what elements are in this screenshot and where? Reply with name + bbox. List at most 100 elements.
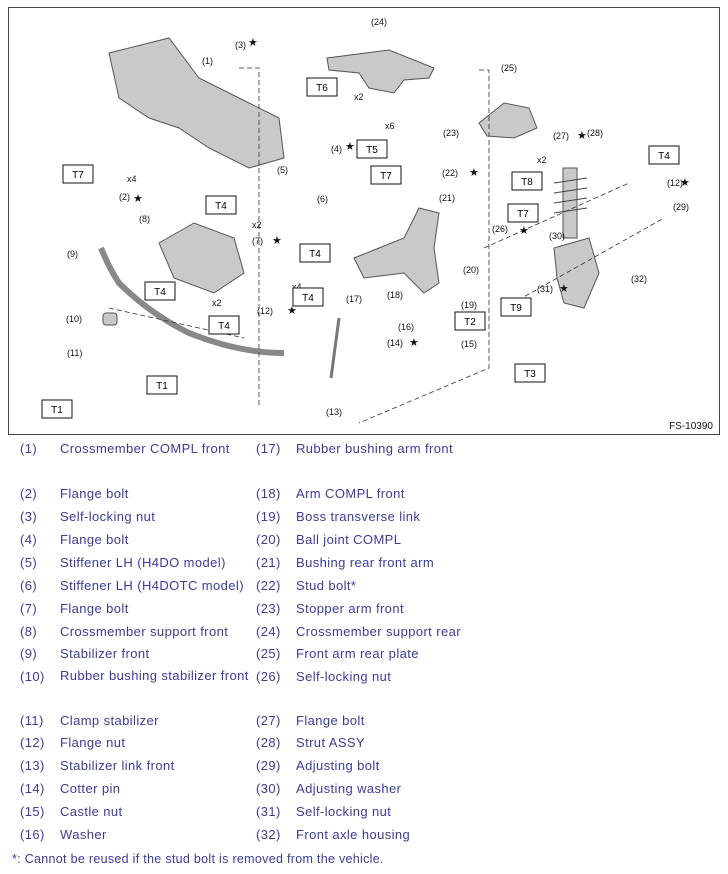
legend-number: (11)	[20, 713, 44, 728]
star-mark-icon: ★	[272, 235, 282, 247]
legend-text: Adjusting bolt	[296, 758, 380, 773]
legend-text: Self-locking nut	[296, 804, 392, 819]
spring-part	[553, 177, 588, 214]
legend-item: (21)Bushing rear front arm	[256, 555, 434, 570]
callout-label: (21)	[439, 193, 455, 203]
quantity-label: x2	[537, 155, 547, 165]
arm-part	[353, 207, 440, 294]
legend-item: (30) Adjusting washer	[256, 781, 401, 796]
callout-label: (1)	[202, 56, 213, 66]
svg-text:T1: T1	[51, 405, 63, 416]
legend-text: Crossmember support rear	[296, 624, 461, 639]
torque-box: T1	[41, 399, 73, 419]
callout-label: (4)	[331, 144, 342, 154]
legend-item: (23) Stopper arm front	[256, 601, 404, 616]
legend-text: Adjusting washer	[296, 781, 402, 796]
quantity-label: x2	[354, 92, 364, 102]
svg-text:T7: T7	[380, 171, 392, 182]
callout-label: (27)	[553, 131, 569, 141]
legend-text: Flange bolt	[296, 713, 365, 728]
legend-item: (17)Rubber bushing arm front	[256, 441, 453, 456]
star-mark-icon: ★	[577, 130, 587, 142]
callout-label: (8)	[139, 214, 150, 224]
star-mark-icon: ★	[559, 283, 569, 295]
legend-number: (31)	[256, 804, 281, 819]
svg-text:T3: T3	[524, 369, 536, 380]
callout-label: (25)	[501, 63, 517, 73]
legend-number: (23)	[256, 601, 281, 616]
torque-box: T9	[500, 297, 532, 317]
legend-number: (13)	[20, 758, 45, 773]
legend-number: (12)	[20, 735, 45, 750]
torque-box: T4	[208, 315, 240, 335]
callout-label: (23)	[443, 128, 459, 138]
callout-label: (6)	[317, 194, 328, 204]
callout-label: (30)	[549, 231, 565, 241]
legend-item: (32)Front axle housing	[256, 827, 410, 842]
svg-text:T2: T2	[464, 317, 476, 328]
svg-text:T4: T4	[309, 249, 321, 260]
torque-box: T8	[511, 171, 543, 191]
torque-box: T7	[370, 165, 402, 185]
torque-box: T7	[507, 203, 539, 223]
legend-number: (17)	[256, 441, 281, 456]
svg-text:T6: T6	[316, 83, 328, 94]
svg-text:T4: T4	[218, 321, 230, 332]
callout-label: (24)	[371, 17, 387, 27]
legend-text: Stabilizer link front	[60, 758, 175, 773]
dash-line-2	[358, 69, 490, 424]
legend-text: Flange nut	[60, 735, 126, 750]
legend-item: (20)Ball joint COMPL	[256, 532, 401, 547]
legend-item: (8)Crossmember support front	[20, 624, 228, 639]
callout-label: (20)	[463, 265, 479, 275]
legend-text: Flange bolt	[60, 532, 129, 547]
dash-line-3	[483, 182, 630, 249]
callout-label: (5)	[277, 165, 288, 175]
star-mark-icon: ★	[409, 337, 419, 349]
legend-item: (31) Self-locking nut	[256, 804, 391, 819]
callout-label: (14)	[387, 338, 403, 348]
torque-box: T2	[454, 311, 486, 331]
crossmember-support-part	[158, 222, 245, 294]
callout-label: (16)	[398, 322, 414, 332]
legend-item: (11) Clamp stabilizer	[20, 713, 159, 728]
svg-text:T4: T4	[658, 151, 670, 162]
callout-label: (3)	[235, 40, 246, 50]
legend-number: (6)	[20, 578, 38, 593]
legend-item: (26)Self-locking nut	[256, 669, 391, 684]
svg-text:T4: T4	[302, 293, 314, 304]
legend-text: Ball joint COMPL	[296, 532, 402, 547]
legend-text: Strut ASSY	[296, 735, 366, 750]
legend-item: (13) Stabilizer link front	[20, 758, 175, 773]
legend-text: Stabilizer front	[60, 646, 150, 661]
legend-text: Flange bolt	[60, 486, 129, 501]
callout-label: (9)	[67, 249, 78, 259]
legend-number: (32)	[256, 827, 281, 842]
legend-item: (24)Crossmember support rear	[256, 624, 461, 639]
callout-label: (13)	[326, 407, 342, 417]
star-mark-icon: ★	[248, 37, 258, 49]
legend-text: Clamp stabilizer	[60, 713, 159, 728]
legend-number: (5)	[20, 555, 38, 570]
callout-label: (11)	[67, 348, 82, 358]
svg-text:T7: T7	[72, 170, 84, 181]
callout-label: (2)	[119, 192, 130, 202]
quantity-label: x4	[292, 282, 302, 292]
star-mark-icon: ★	[519, 225, 529, 237]
torque-box: T4	[292, 287, 324, 307]
torque-box: T5	[356, 139, 388, 159]
legend-item: (4) Flange bolt	[20, 532, 129, 547]
legend-number: (21)	[256, 555, 281, 570]
legend-number: (4)	[20, 532, 38, 547]
legend-number: (30)	[256, 781, 281, 796]
crossmember-front-part	[108, 37, 285, 169]
legend-item: (7)Flange bolt	[20, 601, 129, 616]
torque-box: T4	[299, 243, 331, 263]
legend-text: Stopper arm front	[296, 601, 404, 616]
quantity-label: x2	[212, 298, 222, 308]
legend-text: Stud bolt*	[296, 578, 357, 593]
dash-line-1	[239, 67, 260, 408]
stabilizer-part	[98, 246, 285, 356]
torque-box: T7	[62, 164, 94, 184]
callout-label: (26)	[492, 224, 508, 234]
